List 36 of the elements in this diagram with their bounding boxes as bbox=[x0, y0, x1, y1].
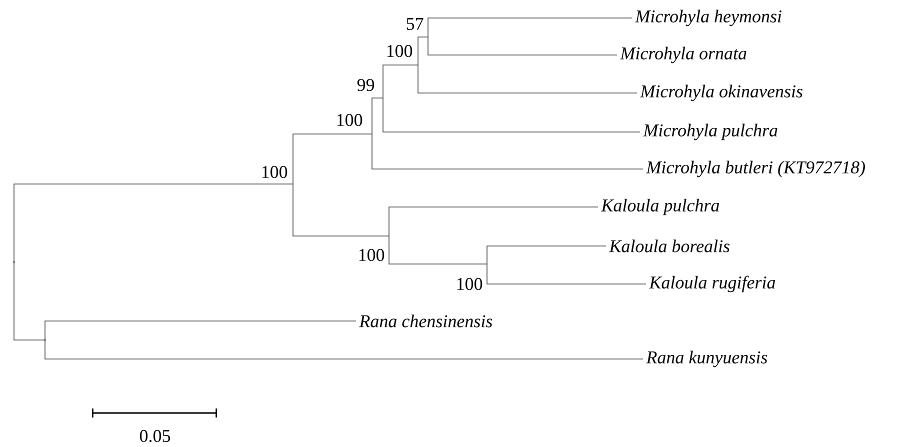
taxon-label: Microhyla pulchra bbox=[643, 124, 778, 140]
tree-branch bbox=[44, 320, 356, 340]
scale-value: 0.05 bbox=[140, 430, 170, 442]
taxon-label: Microhyla heymonsi bbox=[635, 10, 782, 26]
bootstrap-value: 100 bbox=[387, 44, 412, 58]
tree-branch bbox=[372, 134, 644, 170]
tree-branch bbox=[382, 64, 418, 98]
bootstrap-value: 100 bbox=[337, 114, 362, 126]
taxon-label: Kaloula borealis bbox=[609, 240, 730, 252]
tree-branch bbox=[292, 134, 372, 184]
tree-branch bbox=[418, 64, 638, 94]
taxon-label: Rana kunyuensis bbox=[646, 350, 768, 368]
tree-branch bbox=[388, 206, 598, 236]
tree-branch bbox=[418, 36, 428, 66]
bootstrap-value: 100 bbox=[359, 248, 384, 262]
tree-branch bbox=[382, 98, 640, 132]
tree-branch bbox=[14, 184, 294, 262]
taxon-label: Kaloula pulchra bbox=[601, 198, 720, 216]
bootstrap-value: 57 bbox=[406, 18, 424, 30]
taxon-label: Microhyla butleri (KT972718) bbox=[646, 160, 865, 178]
bootstrap-value: 99 bbox=[357, 78, 374, 92]
taxon-label: Rana chensinensis bbox=[359, 314, 492, 328]
tree-branch bbox=[486, 246, 606, 264]
bootstrap-value: 100 bbox=[457, 278, 482, 290]
taxon-label: Kaloula rugiferia bbox=[649, 276, 776, 292]
tree-branch bbox=[14, 262, 46, 340]
taxon-label: Microhyla okinavensis bbox=[640, 84, 802, 102]
bootstrap-value: 100 bbox=[262, 166, 288, 178]
tree-branch bbox=[428, 18, 632, 38]
tree-branch bbox=[292, 184, 390, 236]
tree-branch bbox=[428, 36, 618, 56]
tree-branch bbox=[388, 236, 488, 264]
tree-branch bbox=[44, 340, 644, 360]
tree-branch bbox=[486, 264, 646, 284]
taxon-label: Microhyla ornata bbox=[620, 46, 746, 64]
tree-branch bbox=[372, 98, 384, 134]
